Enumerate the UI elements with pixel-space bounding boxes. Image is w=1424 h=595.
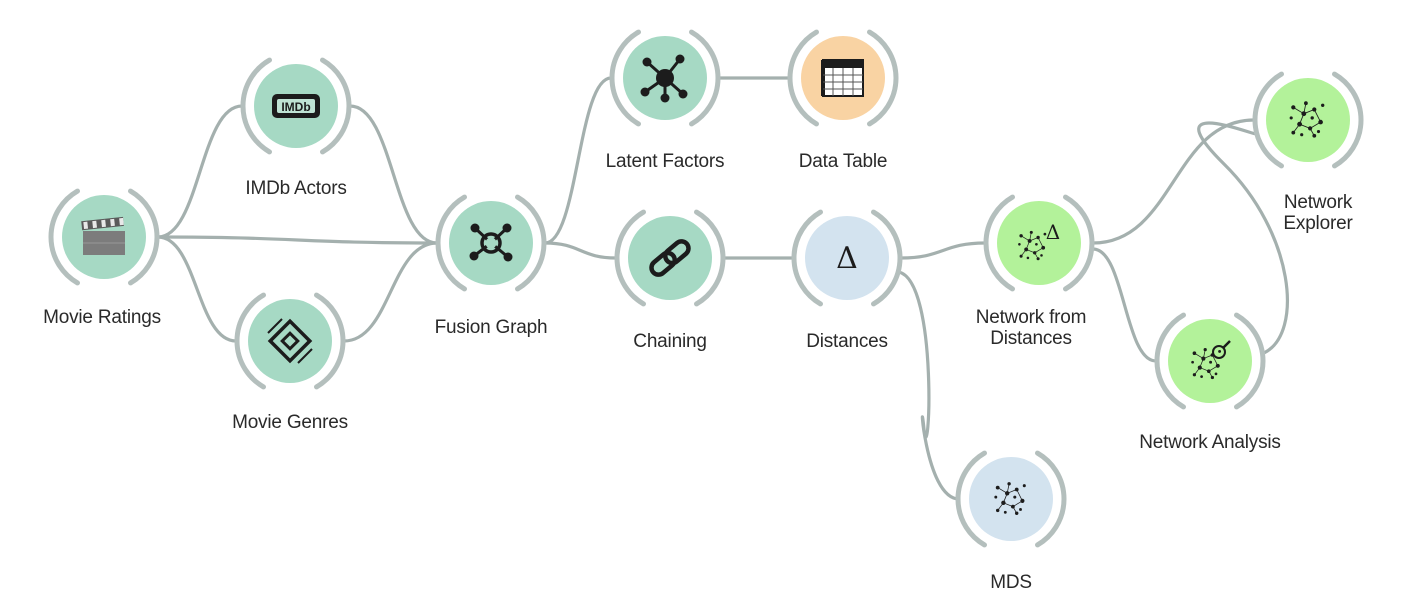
output-anchor[interactable]	[1035, 450, 1067, 548]
node-label-network-explorer: Network Explorer	[1283, 192, 1353, 234]
output-anchor[interactable]	[871, 209, 903, 307]
link-movie-ratings-to-fusion-graph[interactable]	[156, 235, 439, 245]
input-anchor[interactable]	[609, 29, 641, 127]
node-label-latent-factors: Latent Factors	[605, 151, 725, 172]
input-anchor[interactable]	[983, 194, 1015, 292]
node-label-distances: Distances	[806, 331, 888, 352]
node-distances[interactable]: Δ	[791, 209, 903, 307]
node-network-analysis[interactable]	[1154, 312, 1266, 410]
chain-link-icon	[649, 239, 691, 277]
output-anchor[interactable]	[515, 194, 547, 292]
input-anchor[interactable]	[48, 188, 80, 286]
node-circle[interactable]	[969, 457, 1053, 541]
link-network-from-distances-to-network-explorer[interactable]	[1091, 118, 1256, 245]
fusion-graph-icon	[469, 223, 513, 262]
network-delta-icon: Δ	[1017, 220, 1060, 261]
output-anchor[interactable]	[694, 209, 726, 307]
node-label-imdb-actors: IMDb Actors	[245, 178, 347, 199]
output-anchor[interactable]	[689, 29, 721, 127]
output-anchor[interactable]	[1063, 194, 1095, 292]
node-circle[interactable]	[997, 201, 1081, 285]
table-grid-icon	[821, 59, 864, 97]
node-network-explorer[interactable]	[1252, 71, 1364, 169]
input-anchor[interactable]	[234, 292, 266, 390]
node-latent-factors[interactable]	[609, 29, 721, 127]
node-imdb-actors[interactable]: IMDb	[240, 57, 352, 155]
output-anchor[interactable]	[314, 292, 346, 390]
node-movie-genres[interactable]	[234, 292, 346, 390]
input-anchor[interactable]	[435, 194, 467, 292]
output-anchor[interactable]	[320, 57, 352, 155]
input-anchor[interactable]	[1154, 312, 1186, 410]
node-chaining[interactable]	[614, 209, 726, 307]
node-circle[interactable]	[628, 216, 712, 300]
imdb-badge-icon: IMDb	[272, 94, 320, 118]
links-layer	[156, 76, 1289, 501]
output-anchor[interactable]	[867, 29, 899, 127]
input-anchor[interactable]	[1252, 71, 1284, 169]
link-imdb-actors-to-fusion-graph[interactable]	[348, 104, 439, 245]
node-circle[interactable]	[1266, 78, 1350, 162]
delta-icon: Δ	[836, 241, 858, 276]
film-clapper-icon	[81, 216, 125, 255]
node-label-movie-ratings: Movie Ratings	[43, 307, 161, 328]
svg-text:Δ: Δ	[1046, 220, 1060, 244]
output-anchor[interactable]	[128, 188, 160, 286]
link-fusion-graph-to-chaining[interactable]	[543, 241, 618, 260]
node-mds[interactable]	[955, 450, 1067, 548]
node-circle[interactable]	[805, 216, 889, 300]
link-distances-to-mds[interactable]	[897, 270, 961, 501]
link-movie-ratings-to-imdb-actors[interactable]	[156, 104, 244, 239]
node-label-network-from-distances: Network from Distances	[975, 307, 1087, 349]
input-anchor[interactable]	[240, 57, 272, 155]
node-label-data-table: Data Table	[798, 151, 888, 172]
link-fusion-graph-to-latent-factors[interactable]	[543, 76, 613, 245]
genres-frame-icon	[267, 318, 313, 364]
node-label-fusion-graph: Fusion Graph	[434, 317, 548, 338]
link-network-from-distances-to-network-analysis[interactable]	[1091, 247, 1158, 363]
network-magnifier-icon	[1190, 340, 1231, 380]
svg-text:Δ: Δ	[836, 241, 858, 276]
node-fusion-graph[interactable]	[435, 194, 547, 292]
link-movie-genres-to-fusion-graph[interactable]	[342, 241, 439, 343]
node-label-mds: MDS	[990, 572, 1032, 593]
node-label-chaining: Chaining	[633, 331, 707, 352]
node-data-table[interactable]	[787, 29, 899, 127]
link-network-analysis-to-network-explorer[interactable]	[1197, 121, 1289, 355]
output-anchor[interactable]	[1234, 312, 1266, 410]
node-label-movie-genres: Movie Genres	[232, 412, 348, 433]
latent-factors-icon	[640, 54, 688, 103]
link-distances-to-network-from-distances[interactable]	[899, 241, 987, 260]
input-anchor[interactable]	[955, 450, 987, 548]
node-label-network-analysis: Network Analysis	[1139, 432, 1281, 453]
input-anchor[interactable]	[791, 209, 823, 307]
svg-text:IMDb: IMDb	[281, 100, 310, 114]
link-movie-ratings-to-movie-genres[interactable]	[156, 235, 238, 343]
output-anchor[interactable]	[1332, 71, 1364, 169]
node-network-from-distances[interactable]: Δ	[983, 194, 1095, 292]
node-movie-ratings[interactable]	[48, 188, 160, 286]
input-anchor[interactable]	[787, 29, 819, 127]
input-anchor[interactable]	[614, 209, 646, 307]
